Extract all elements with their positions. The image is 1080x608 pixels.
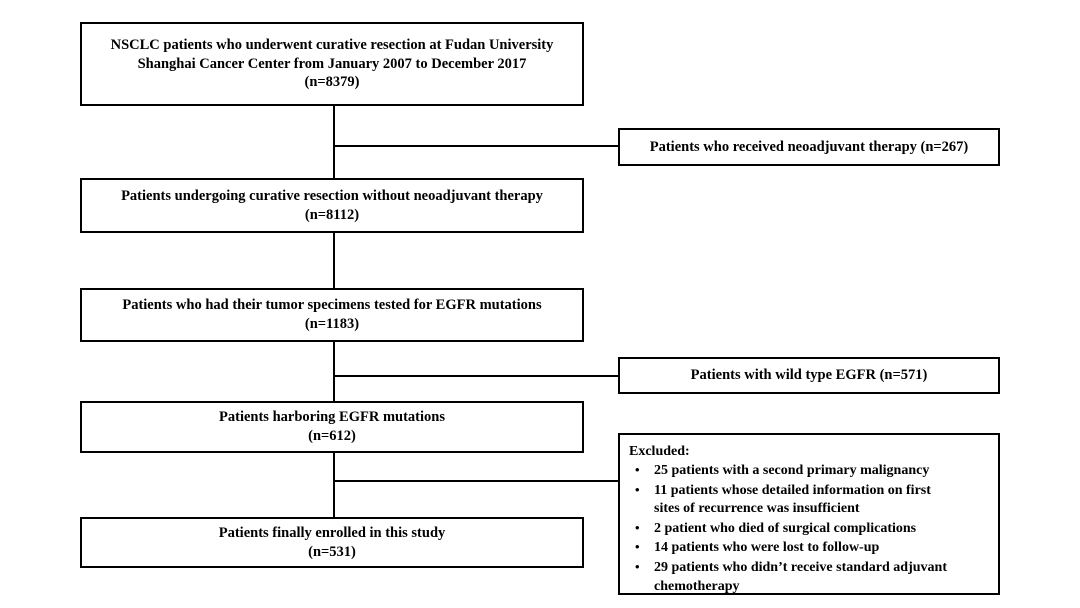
node-egfr-mutant: Patients harboring EGFR mutations (n=612… — [80, 401, 584, 453]
wild-type-excluded-line-1: Patients with wild type EGFR (n=571) — [690, 367, 928, 384]
egfr-mutant-line-1: Patients harboring EGFR mutations — [219, 409, 445, 426]
source-cohort-line-2: Shanghai Cancer Center from January 2007… — [137, 55, 527, 72]
excluded-item-2-line-2: sites of recurrence was insufficient — [654, 501, 860, 517]
source-cohort-line-3: (n=8379) — [304, 74, 360, 91]
node-no-neoadjuvant: Patients undergoing curative resection w… — [80, 178, 584, 233]
bullet-icon: • — [635, 539, 640, 555]
excluded-item-2-line-1: 11 patients whose detailed information o… — [654, 482, 931, 498]
excluded-item-3-line-1: 2 patient who died of surgical complicat… — [654, 520, 917, 536]
excluded-item-1-line-1: 25 patients with a second primary malign… — [654, 462, 930, 478]
node-source-cohort: NSCLC patients who underwent curative re… — [80, 22, 584, 106]
node-egfr-tested: Patients who had their tumor specimens t… — [80, 288, 584, 342]
excluded-list: • 25 patients with a second primary mali… — [629, 462, 992, 597]
bullet-icon: • — [635, 519, 640, 535]
connector-vertical-4 — [333, 451, 335, 517]
bullet-icon: • — [635, 481, 640, 497]
excluded-item-5-line-1: 29 patients who didn’t receive standard … — [654, 559, 947, 575]
node-wild-type-excluded: Patients with wild type EGFR (n=571) — [618, 357, 1000, 394]
neoadjuvant-excluded-line-1: Patients who received neoadjuvant therap… — [649, 138, 969, 155]
final-enrolled-line-2: (n=531) — [308, 543, 356, 560]
node-excluded-list: Excluded: • 25 patients with a second pr… — [618, 433, 1000, 595]
excluded-list-item: • 14 patients who were lost to follow-up — [629, 539, 992, 558]
excluded-list-item: • 11 patients whose detailed information… — [629, 482, 992, 519]
excluded-list-item: • 2 patient who died of surgical complic… — [629, 520, 992, 539]
excluded-list-item: • 29 patients who didn’t receive standar… — [629, 559, 992, 596]
connector-branch-wildtype — [333, 375, 618, 377]
node-final-enrolled: Patients finally enrolled in this study … — [80, 517, 584, 568]
final-enrolled-line-1: Patients finally enrolled in this study — [218, 524, 446, 541]
no-neoadjuvant-line-2: (n=8112) — [304, 206, 360, 223]
connector-vertical-3 — [333, 341, 335, 403]
connector-branch-neoadjuvant — [333, 145, 618, 147]
connector-vertical-2 — [333, 232, 335, 290]
egfr-tested-line-2: (n=1183) — [304, 316, 360, 332]
connector-branch-excluded — [333, 480, 618, 482]
source-cohort-line-1: NSCLC patients who underwent curative re… — [110, 37, 554, 54]
excluded-list-item: • 25 patients with a second primary mali… — [629, 462, 992, 481]
bullet-icon: • — [635, 558, 640, 574]
egfr-tested-line-1: Patients who had their tumor specimens t… — [122, 297, 542, 314]
excluded-list-title: Excluded: — [629, 444, 690, 459]
no-neoadjuvant-line-1: Patients undergoing curative resection w… — [121, 187, 543, 204]
node-neoadjuvant-excluded: Patients who received neoadjuvant therap… — [618, 128, 1000, 166]
excluded-item-4-line-1: 14 patients who were lost to follow-up — [654, 540, 880, 556]
excluded-item-5-line-2: chemotherapy — [654, 578, 740, 594]
connector-vertical-1 — [333, 105, 335, 178]
egfr-mutant-line-2: (n=612) — [308, 428, 356, 444]
bullet-icon: • — [635, 461, 640, 477]
